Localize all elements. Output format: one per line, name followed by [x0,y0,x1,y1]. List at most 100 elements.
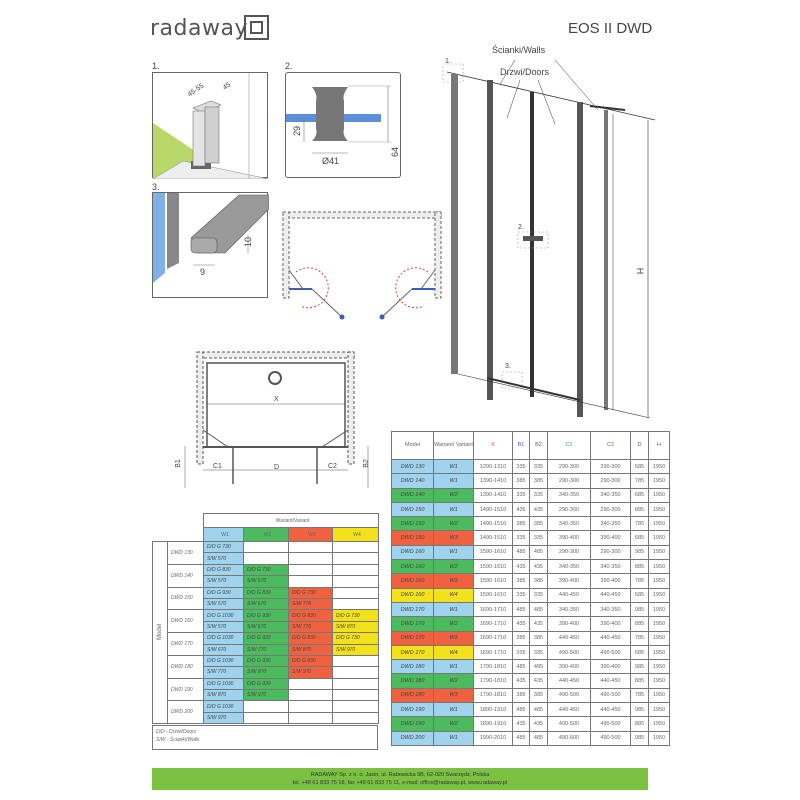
variant-cell: W1 [433,659,474,675]
model-cell: DWD 180 [391,659,434,675]
variant-spec-cell: D/D G 930 [243,632,289,645]
value-cell: 1950 [648,702,670,718]
variant-w3-header: W3 [288,527,333,542]
value-cell: 1950 [648,687,670,704]
value-cell: 490-500 [547,687,591,704]
value-cell: 1950 [648,630,670,646]
legend-doors: D/D - Drzwi/Doors [156,729,197,735]
value-cell: 1950 [648,473,670,489]
variant-spec-cell: D/D G 1030 [203,700,244,713]
variant-spec-cell: S/W 670 [203,643,244,656]
model-cell: DWD 150 [391,530,434,546]
value-cell: 385 [512,473,530,489]
value-cell: 1390-1410 [473,487,513,503]
variant-w2-header: W2 [243,527,289,542]
model-cell: DWD 140 [391,473,434,489]
value-cell: 385 [512,516,530,532]
variant-spec-cell: S/W 970 [203,711,244,725]
value-cell: 385 [529,630,548,646]
model-cell: DWD 160 [391,573,434,589]
value-cell: 485 [512,601,530,618]
value-cell: 1790-1810 [473,659,513,675]
value-cell: 685 [630,487,649,503]
model-cell: DWD 170 [391,630,434,646]
footer-address: RADAWAY Sp. z o. o. Jasin, ul. Rabowicka… [310,772,490,778]
value-cell: 435 [529,501,548,518]
empty-cell [288,540,333,554]
empty-cell [331,540,380,554]
column-header: X [473,431,513,460]
value-cell: 435 [529,559,548,575]
variant-cell: W3 [433,687,474,704]
model-cell: DWD 140 [391,487,434,503]
value-cell: 440-450 [547,630,591,646]
variant-spec-cell: D/D G 830 [288,632,333,645]
model-cell: DWD 160 [391,559,434,575]
empty-cell [243,540,289,554]
column-header: Model [391,431,434,460]
value-cell: 1950 [648,601,670,618]
value-cell: 490-500 [547,730,591,746]
page-title: EOS II DWD [568,20,653,37]
value-cell: 440-450 [590,630,631,646]
empty-cell [331,586,380,599]
empty-cell [331,575,380,588]
value-cell: 385 [512,573,530,589]
value-cell: 385 [512,630,530,646]
value-cell: 490-500 [590,716,631,732]
empty-cell [331,563,380,577]
value-cell: 985 [630,659,649,675]
variant-cell: W1 [433,702,474,718]
elevation-height-label: H [635,267,646,275]
model-cell: DWD 180 [391,687,434,704]
value-cell: 785 [630,630,649,646]
plan-label-d: D [274,464,280,471]
value-cell: 335 [512,530,530,546]
model-cell: DWD 150 [391,516,434,532]
value-cell: 1890-1910 [473,702,513,718]
value-cell: 1790-1810 [473,673,513,689]
value-cell: 985 [630,702,649,718]
value-cell: 340-350 [590,601,631,618]
value-cell: 440-450 [590,587,631,603]
variant-spec-cell: S/W 770 [288,597,333,611]
value-cell: 785 [630,473,649,489]
value-cell: 1950 [648,716,670,732]
value-cell: 785 [630,687,649,704]
variant-legend: D/D - Drzwi/Doors S/W - Ścianki/Walls [152,725,378,750]
variant-cell: W4 [433,587,474,603]
value-cell: 485 [512,544,530,561]
variant-cell: W1 [433,730,474,746]
variant-spec-cell: D/D G 730 [243,563,289,577]
label-doors: Drzwi/Doors [500,67,550,77]
column-header: H [648,431,670,460]
variant-cell: W2 [433,716,474,732]
value-cell: 885 [630,673,649,689]
variant-cell: W2 [433,673,474,689]
value-cell: 290-300 [547,458,591,475]
model-cell: DWD 150 [391,501,434,518]
value-cell: 335 [529,644,548,661]
value-cell: 1950 [648,644,670,661]
value-cell: 290-300 [547,544,591,561]
variant-spec-cell: S/W 870 [331,620,380,634]
value-cell: 340-350 [547,516,591,532]
column-header: Wariant/ Variant [433,431,474,460]
variant-spec-cell: S/W 970 [288,666,333,679]
model-name: DWD 130 [167,541,204,565]
value-cell: 440-450 [547,702,591,718]
brand-logo: radaway [150,16,248,41]
value-cell: 885 [630,501,649,518]
